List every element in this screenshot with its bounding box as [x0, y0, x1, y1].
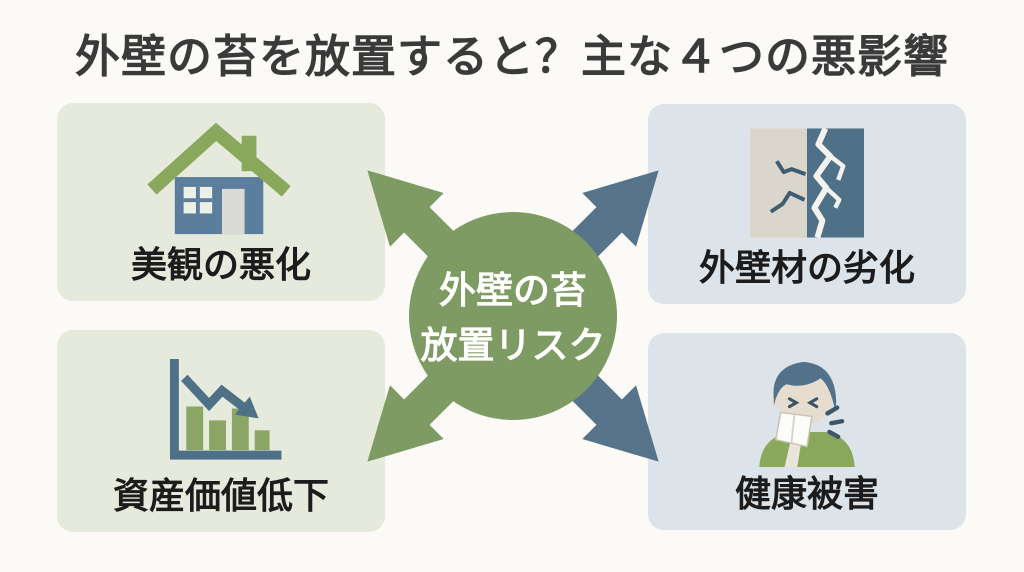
box-wall-deterioration: 外壁材の劣化 — [648, 104, 966, 304]
house-icon-wrap — [146, 117, 296, 245]
declining-chart-icon-wrap — [156, 344, 286, 476]
box-label-aesthetics: 美観の悪化 — [130, 244, 311, 286]
box-label-asset-value: 資産価値低下 — [112, 475, 329, 517]
house-icon — [147, 122, 291, 235]
box-label-health-damage: 健康被害 — [734, 473, 879, 515]
page-title: 外壁の苔を放置すると？主な４つの悪影響 — [74, 31, 949, 82]
box-label-wall-deterioration: 外壁材の劣化 — [698, 247, 915, 289]
sneezing-person-icon-wrap — [743, 347, 871, 474]
cracked-wall-icon-wrap — [750, 118, 864, 248]
box-health-damage: 健康被害 — [648, 333, 966, 530]
risk-circle-line1: 外壁の苔 — [439, 270, 587, 311]
declining-chart-icon — [169, 359, 282, 460]
box-asset-value: 資産価値低下 — [57, 330, 385, 532]
sneezing-person-icon — [759, 361, 855, 467]
box-aesthetics: 美観の悪化 — [57, 103, 385, 301]
risk-circle — [409, 212, 617, 420]
risk-circle-line2: 放置リスク — [421, 325, 606, 366]
cracked-wall-icon — [750, 127, 864, 239]
center-diagram: 外壁の苔 放置リスク — [367, 170, 659, 462]
